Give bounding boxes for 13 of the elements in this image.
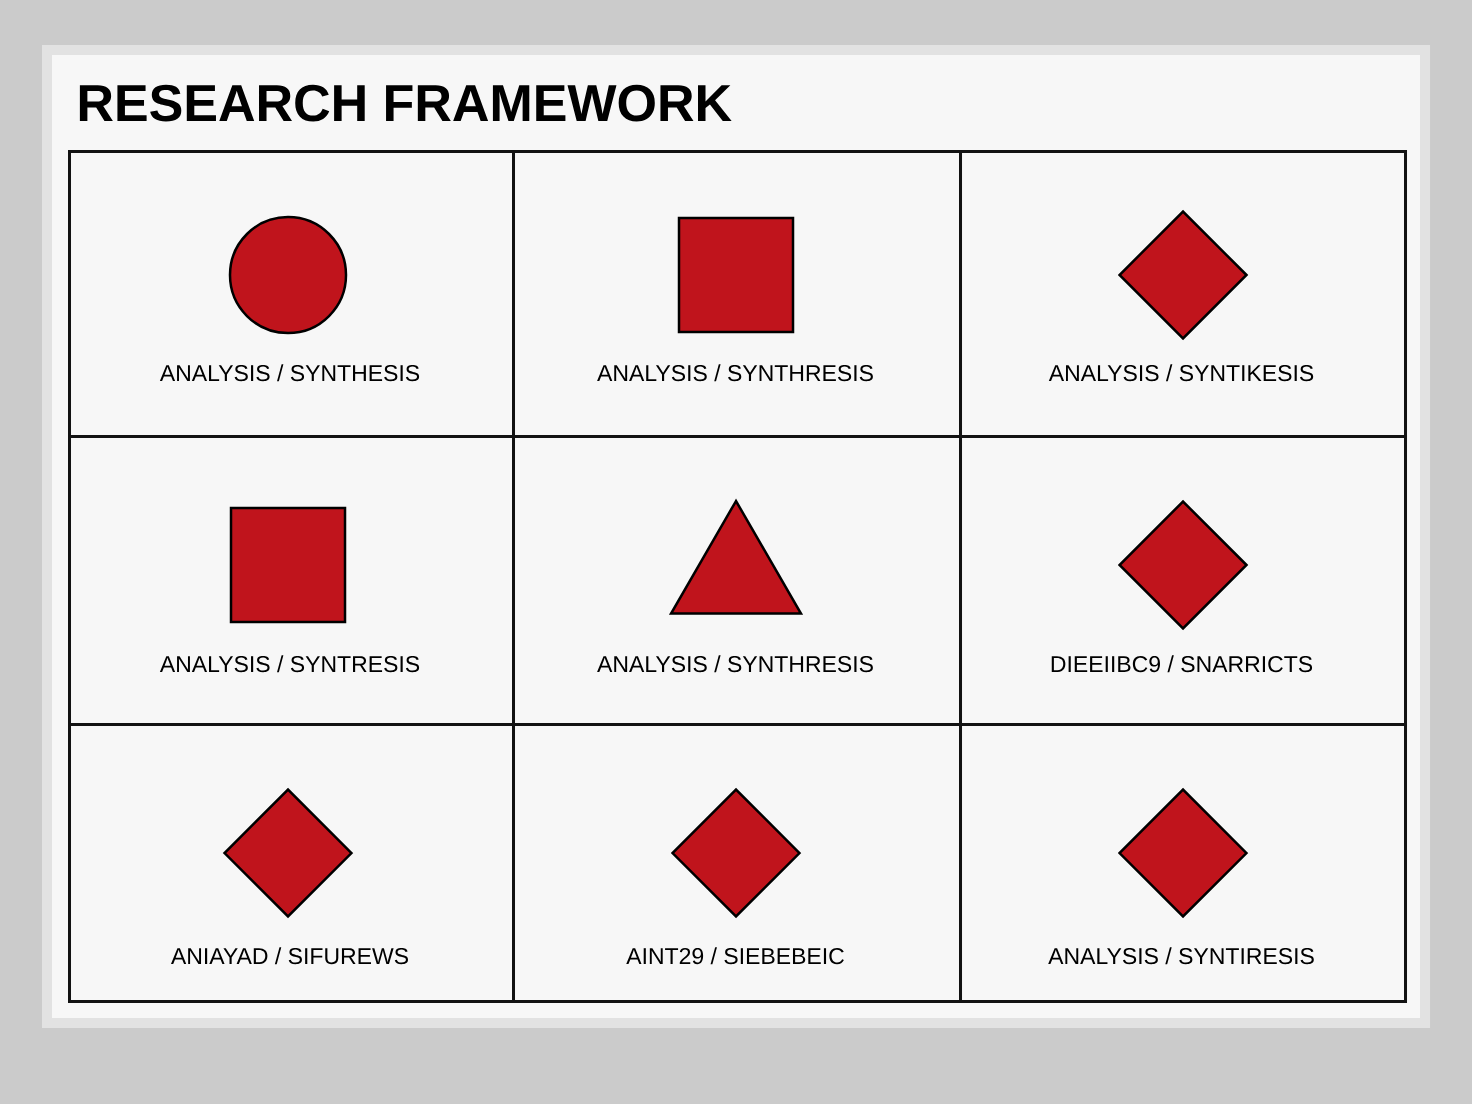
grid-cell: ANIAYAD / SIFUREWS [68,723,515,1003]
grid-cell: ANALYSIS / SYNTHESIS [68,150,515,438]
circle [228,215,348,335]
grid-cell: ANALYSIS / SYNTRESIS [68,435,515,726]
grid-cell: DIEEIIBC9 / SNARRICTS [959,435,1407,726]
grid-cell: ANALYSIS / SYNTHRESIS [512,150,962,438]
grid-cell: ANALYSIS / SYNTIRESIS [959,723,1407,1003]
grid-cell: AINT29 / SIEBEBEIC [512,723,962,1003]
grid-cell: ANALYSIS / SYNTIKESIS [959,150,1407,438]
grid-cell: ANALYSIS / SYNTHRESIS [512,435,962,726]
square [677,216,795,334]
title: RESEARCH FRAMEWORK [79,84,732,122]
square [229,506,347,624]
